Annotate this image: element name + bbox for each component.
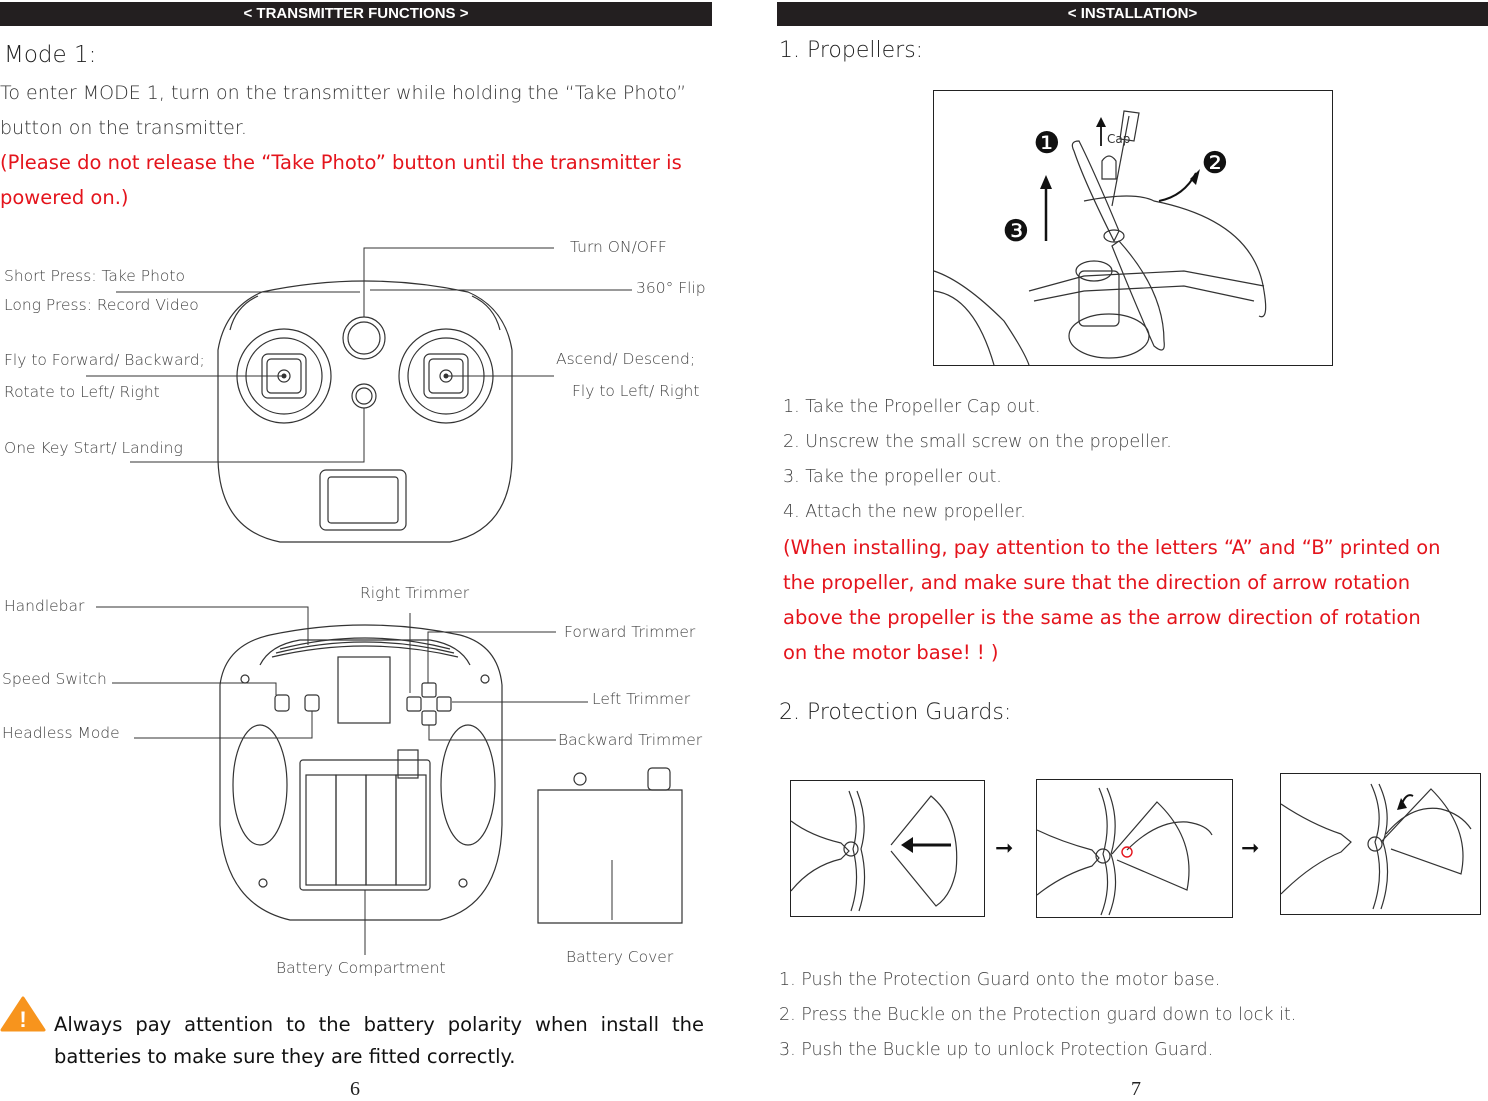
page-number-left: 6 [350, 1078, 360, 1100]
propeller-note-4: on the motor base! ! ) [783, 641, 999, 664]
page-number-right: 7 [1131, 1078, 1141, 1100]
cap-label: Cap [1107, 132, 1130, 146]
guard-figure-1 [790, 780, 985, 917]
section-propellers-title: 1. Propellers: [779, 38, 924, 63]
label-ascend: Ascend/ Descend; [556, 350, 696, 368]
propeller-step-3: 3. Take the propeller out. [783, 467, 1002, 487]
label-battery-cover: Battery Cover [566, 948, 674, 966]
caution-line-1: Always pay attention to the battery pola… [54, 1013, 704, 1036]
transmitter-front-diagram [86, 247, 632, 543]
guard-figure-3 [1280, 773, 1481, 915]
warning-glyph: ! [19, 1007, 26, 1032]
guard-drawing-2 [1036, 787, 1213, 916]
guard-arrow-icon-1: ➞ [995, 836, 1014, 861]
label-short-press: Short Press: Take Photo [4, 267, 185, 285]
transmitter-back-diagram [96, 606, 683, 955]
right-header-bar: < INSTALLATION> [777, 2, 1488, 26]
propeller-step-4: 4. Attach the new propeller. [783, 502, 1026, 522]
label-right-trimmer: Right Trimmer [360, 584, 470, 602]
right-header-title: < INSTALLATION> [1067, 5, 1198, 22]
propeller-note-1: (When installing, pay attention to the l… [783, 536, 1441, 559]
guard-step-2: 2. Press the Buckle on the Protection gu… [779, 1005, 1297, 1025]
propeller-step-2: 2. Unscrew the small screw on the propel… [783, 432, 1172, 452]
label-forward-trimmer: Forward Trimmer [564, 623, 696, 641]
propeller-note-3: above the propeller is the same as the a… [783, 606, 1421, 629]
propeller-drawing: Cap ❶ ❷ ❸ [933, 110, 1267, 366]
section-guards-title: 2. Protection Guards: [779, 700, 1012, 725]
propeller-step-1: 1. Take the Propeller Cap out. [783, 397, 1041, 417]
propeller-note-2: the propeller, and make sure that the di… [783, 571, 1411, 594]
intro-line-1: To enter MODE 1, turn on the transmitter… [0, 82, 687, 104]
label-one-key: One Key Start/ Landing [4, 439, 183, 457]
step-badge-1: ❶ [1034, 126, 1061, 161]
warning-line-2: powered on.) [0, 186, 129, 209]
label-headless-mode: Headless Mode [2, 724, 120, 742]
intro-line-2: button on the transmitter. [0, 117, 247, 139]
warning-line-1: (Please do not release the “Take Photo” … [0, 151, 682, 174]
guard-step-1: 1. Push the Protection Guard onto the mo… [779, 970, 1221, 990]
propeller-figure: Cap ❶ ❷ ❸ [933, 90, 1333, 366]
label-turn-on-off: Turn ON/OFF [570, 238, 667, 256]
label-left-trimmer: Left Trimmer [592, 690, 691, 708]
guard-step-3: 3. Push the Buckle up to unlock Protecti… [779, 1040, 1214, 1060]
guard-figure-2 [1036, 779, 1233, 918]
label-battery-compartment: Battery Compartment [276, 959, 446, 977]
label-handlebar: Handlebar [4, 597, 85, 615]
label-rotate: Rotate to Left/ Right [4, 383, 160, 401]
guard-arrow-icon-2: ➞ [1241, 836, 1260, 861]
label-backward-trimmer: Backward Trimmer [558, 731, 703, 749]
label-fly-left-right: Fly to Left/ Right [572, 382, 700, 400]
guard-drawing-3 [1280, 783, 1472, 910]
caution-line-2: batteries to make sure they are fitted c… [54, 1045, 516, 1068]
label-360-flip: 360° Flip [636, 279, 706, 297]
label-speed-switch: Speed Switch [2, 670, 107, 688]
warning-triangle-icon: ! [0, 996, 46, 1032]
left-header-bar: < TRANSMITTER FUNCTIONS > [0, 2, 712, 26]
left-header-title: < TRANSMITTER FUNCTIONS > [243, 5, 469, 22]
label-long-press: Long Press: Record Video [4, 296, 199, 314]
step-badge-3: ❸ [1003, 214, 1030, 249]
guard-drawing-1 [790, 790, 958, 912]
mode-title: Mode 1: [4, 42, 97, 68]
label-fly-forward: Fly to Forward/ Backward; [4, 351, 205, 369]
step-badge-2: ❷ [1202, 146, 1229, 181]
